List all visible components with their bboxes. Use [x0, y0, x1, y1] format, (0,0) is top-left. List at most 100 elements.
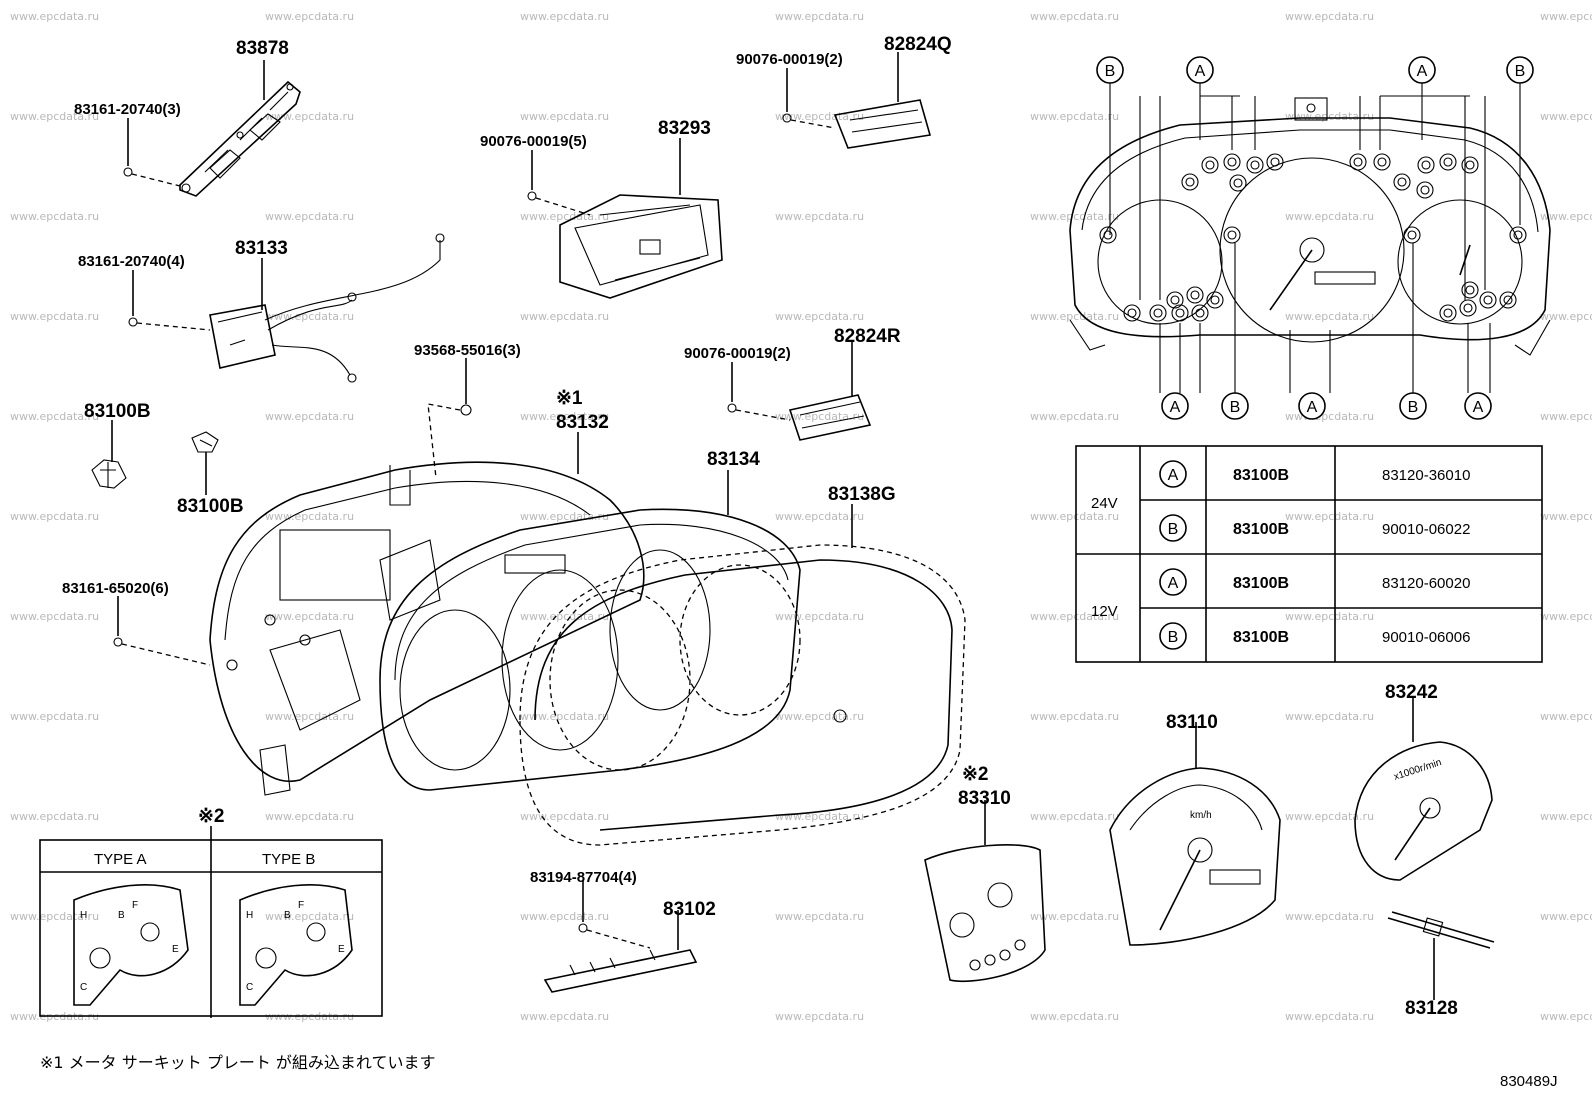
screw-83161-20740-3[interactable] — [123, 118, 181, 187]
watermark-text: www.epcdata.ru — [10, 610, 99, 623]
watermark-text: www.epcdata.ru — [520, 1010, 609, 1023]
watermark-text: www.epcdata.ru — [10, 210, 99, 223]
watermark-text: www.epcdata.ru — [520, 910, 609, 923]
type-b-e: E — [338, 944, 345, 955]
connector-82824r[interactable] — [788, 340, 872, 441]
screw-83194-87704-4[interactable] — [578, 880, 651, 949]
watermark-text: www.epcdata.ru — [1285, 110, 1374, 123]
plate-83102[interactable] — [543, 910, 698, 993]
type-a-e: E — [172, 944, 179, 955]
connector-82824q[interactable] — [833, 52, 932, 149]
screw-83161-20740-4[interactable] — [128, 270, 211, 331]
number-cell: 90010-06022 — [1382, 521, 1470, 538]
watermark-text: www.epcdata.ru — [265, 810, 354, 823]
watermark-text: www.epcdata.ru — [775, 710, 864, 723]
watermark-text: www.epcdata.ru — [265, 210, 354, 223]
tachometer-unit: x1000r/min — [1393, 757, 1443, 783]
faceplate-83134[interactable] — [379, 470, 801, 791]
bulb-socket — [1246, 156, 1264, 174]
bulb-socket — [1461, 281, 1479, 299]
screw-90076-00019-5[interactable] — [527, 150, 591, 216]
meter-housing-83132[interactable] — [209, 432, 645, 796]
bracket-83878[interactable] — [179, 60, 301, 197]
part-cell: 83100B — [1233, 629, 1289, 646]
watermark-text: www.epcdata.ru — [10, 710, 99, 723]
callout-82824q: 82824Q — [884, 34, 952, 55]
callout-83100b-right: 83100B — [177, 496, 244, 517]
type-a-h: H — [80, 910, 87, 921]
watermark-text: www.epcdata.ru — [1285, 410, 1374, 423]
callout-83138g: 83138G — [828, 484, 896, 505]
lens-83138g[interactable] — [519, 504, 966, 846]
bulb-marker-label: A — [1473, 399, 1484, 416]
watermark-text: www.epcdata.ru — [775, 1010, 864, 1023]
voltage-cell: 24V — [1091, 495, 1118, 512]
bulb-socket — [1181, 173, 1199, 191]
watermark-text: www.epcdata.ru — [1285, 710, 1374, 723]
callout-83100b-left: 83100B — [84, 401, 151, 422]
watermark-text: www.epcdata.ru — [1030, 610, 1119, 623]
screw-93568-55016-3[interactable] — [427, 358, 472, 479]
callout-mark-2-gauge: ※2 — [962, 764, 989, 785]
screw-90076-00019-2b[interactable] — [727, 362, 791, 421]
watermark-text: www.epcdata.ru — [1540, 510, 1592, 523]
type-b-header: TYPE B — [262, 851, 315, 868]
gauge-type-a: H C B F E — [73, 884, 189, 1006]
watermark-text: www.epcdata.ru — [1030, 810, 1119, 823]
screw-90076-00019-2a[interactable] — [782, 68, 836, 129]
type-b-h: H — [246, 910, 253, 921]
cable-83128[interactable] — [1387, 911, 1495, 1000]
bulb-marker-label: A — [1195, 63, 1206, 80]
callout-83133: 83133 — [235, 238, 288, 259]
bulb-socket — [1439, 304, 1457, 322]
bulb-socket-83100b-left[interactable] — [91, 420, 127, 489]
callout-90076-00019-2b: 90076-00019(2) — [684, 345, 791, 362]
watermark-text: www.epcdata.ru — [10, 510, 99, 523]
callout-83293: 83293 — [658, 118, 711, 139]
bulb-socket — [1479, 291, 1497, 309]
footnote-circuit-plate: ※1 メータ サーキット プレート が組み込まれています — [40, 1053, 435, 1072]
circuit-board-83293[interactable] — [559, 138, 723, 299]
watermark-text: www.epcdata.ru — [1540, 610, 1592, 623]
watermark-text: www.epcdata.ru — [1540, 410, 1592, 423]
callout-83161-20740-4: 83161-20740(4) — [78, 253, 185, 270]
diagram-code: 830489J — [1500, 1073, 1558, 1090]
marker-cell: B — [1159, 622, 1187, 650]
watermark-text: www.epcdata.ru — [10, 310, 99, 323]
callout-mark-2-types: ※2 — [198, 806, 225, 827]
speedometer-unit: km/h — [1190, 810, 1212, 821]
bulb-socket-83100b-right[interactable] — [191, 431, 219, 495]
gauge-83310[interactable] — [924, 800, 1046, 983]
watermark-text: www.epcdata.ru — [10, 110, 99, 123]
type-a-c: C — [80, 982, 87, 993]
watermark-text: www.epcdata.ru — [520, 810, 609, 823]
callout-83110: 83110 — [1166, 712, 1218, 733]
watermark-text: www.epcdata.ru — [1540, 810, 1592, 823]
tachometer-83242[interactable]: x1000r/min — [1354, 696, 1493, 881]
watermark-text: www.epcdata.ru — [265, 410, 354, 423]
watermark-text: www.epcdata.ru — [775, 610, 864, 623]
bulb-marker-label: B — [1515, 63, 1526, 80]
watermark-text: www.epcdata.ru — [1030, 510, 1119, 523]
watermark-text: www.epcdata.ru — [1030, 410, 1119, 423]
watermark-text: www.epcdata.ru — [1030, 710, 1119, 723]
bulb-socket — [1403, 226, 1421, 244]
bulb-socket — [1229, 174, 1247, 192]
watermark-text: www.epcdata.ru — [1540, 310, 1592, 323]
bulb-marker-b: B — [1221, 392, 1249, 420]
bulb-socket — [1459, 299, 1477, 317]
screw-83161-65020-6[interactable] — [113, 596, 211, 666]
watermark-text: www.epcdata.ru — [1540, 10, 1592, 23]
wire-harness-83133[interactable] — [209, 233, 445, 383]
watermark-text: www.epcdata.ru — [1285, 210, 1374, 223]
speedometer-83110[interactable]: km/h — [1109, 722, 1281, 946]
bulb-marker-a: A — [1161, 392, 1189, 420]
bulb-socket — [1123, 304, 1141, 322]
watermark-text: www.epcdata.ru — [265, 110, 354, 123]
watermark-text: www.epcdata.ru — [10, 910, 99, 923]
